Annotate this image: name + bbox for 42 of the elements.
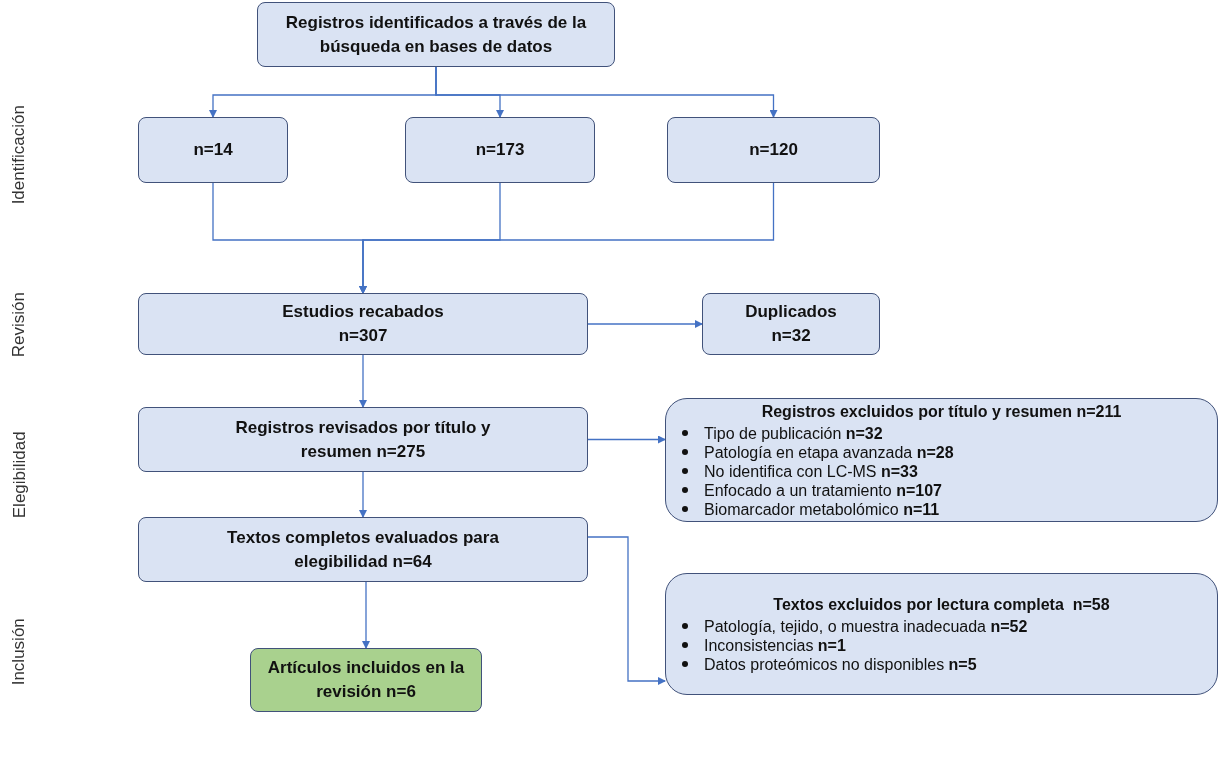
process-box [257, 2, 615, 67]
stage-label: Revisión [8, 292, 30, 358]
stage-label: Elegibilidad [8, 431, 30, 519]
process-box [138, 517, 588, 582]
bullet-item: Biomarcador metabolómico n=11 [704, 499, 940, 519]
arrow [587, 435, 666, 444]
stage-label: Identificación [8, 105, 30, 205]
bullet-item: Datos proteómicos no disponibles n=5 [704, 654, 977, 674]
box-heading: Textos excluidos por lectura completa n=58 [772, 594, 1111, 615]
box-heading: Registros excluidos por título y resumen n=211 [760, 401, 1123, 422]
arrow [362, 581, 370, 649]
bullet-item: Enfocado a un tratamiento n=107 [704, 480, 942, 500]
box-text: Textos completos evaluados para elegibilidad n=64 [226, 526, 500, 573]
arrow [587, 536, 666, 685]
bullet-item: Patología, tejido, o muestra inadecuada n=52 [704, 616, 1028, 636]
arrow [435, 66, 778, 118]
bullet-item: Patología en etapa avanzada n=28 [704, 442, 954, 462]
process-box [138, 407, 588, 472]
process-box [405, 117, 595, 183]
bullet-item: No identifica con LC-MS n=33 [704, 461, 918, 481]
exclusion-box [665, 398, 1218, 522]
box-text: Artículos incluidos en la revisión n=6 [266, 657, 466, 703]
included-box [250, 648, 482, 712]
bullet-item: Inconsistencias n=1 [704, 635, 846, 655]
arrow [587, 320, 703, 328]
process-box [138, 293, 588, 355]
arrow [359, 471, 367, 518]
stage-label: Inclusión [8, 618, 30, 686]
process-box [667, 117, 880, 183]
bullet-item: Tipo de publicación n=32 [704, 423, 883, 443]
exclusion-box [665, 573, 1218, 695]
box-text: Registros revisados por título y resumen n=275 [234, 416, 492, 463]
arrow [359, 182, 775, 294]
box-text: Registros identificados a través de la búsqueda en bases de datos [284, 11, 588, 58]
process-box [138, 117, 288, 183]
box-text: Duplicados n=32 [744, 301, 838, 347]
arrow [359, 354, 367, 408]
box-text: n=14 [193, 139, 233, 161]
box-text: n=173 [475, 139, 525, 161]
process-box [702, 293, 880, 355]
box-text: n=120 [749, 139, 798, 161]
box-text: Estudios recabados n=307 [281, 301, 445, 347]
